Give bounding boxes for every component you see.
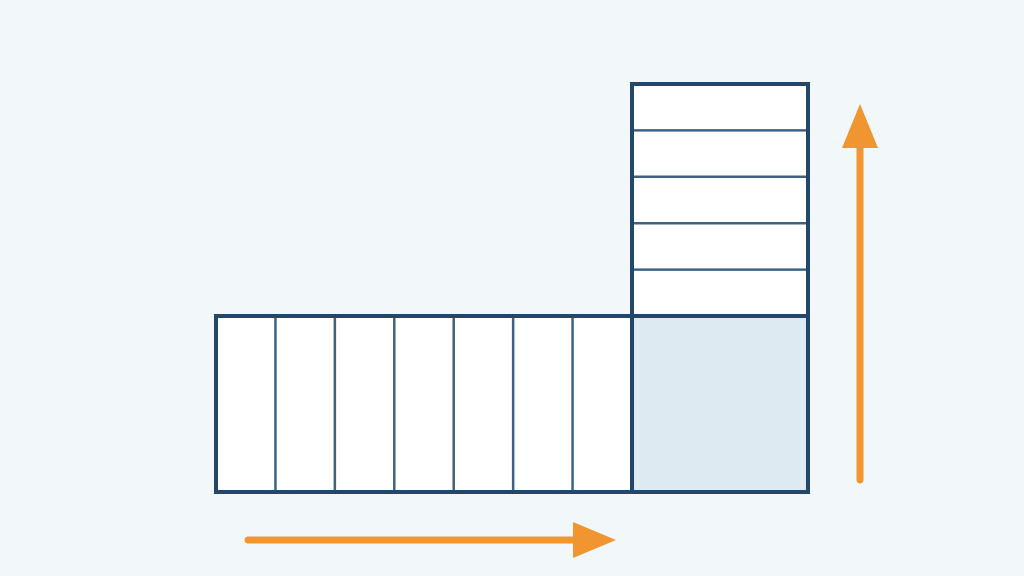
corner-square	[630, 314, 810, 494]
horizontal-arrow-head	[573, 522, 616, 558]
vertical-strip-outline	[630, 82, 810, 318]
horizontal-arrow	[244, 522, 616, 558]
horizontal-strip-dividers	[274, 316, 574, 492]
vertical-strip	[630, 82, 810, 318]
vertical-strip-dividers	[632, 129, 808, 271]
horizontal-strip	[214, 314, 634, 494]
vertical-arrow-head	[842, 104, 878, 148]
vertical-arrow	[842, 104, 878, 484]
